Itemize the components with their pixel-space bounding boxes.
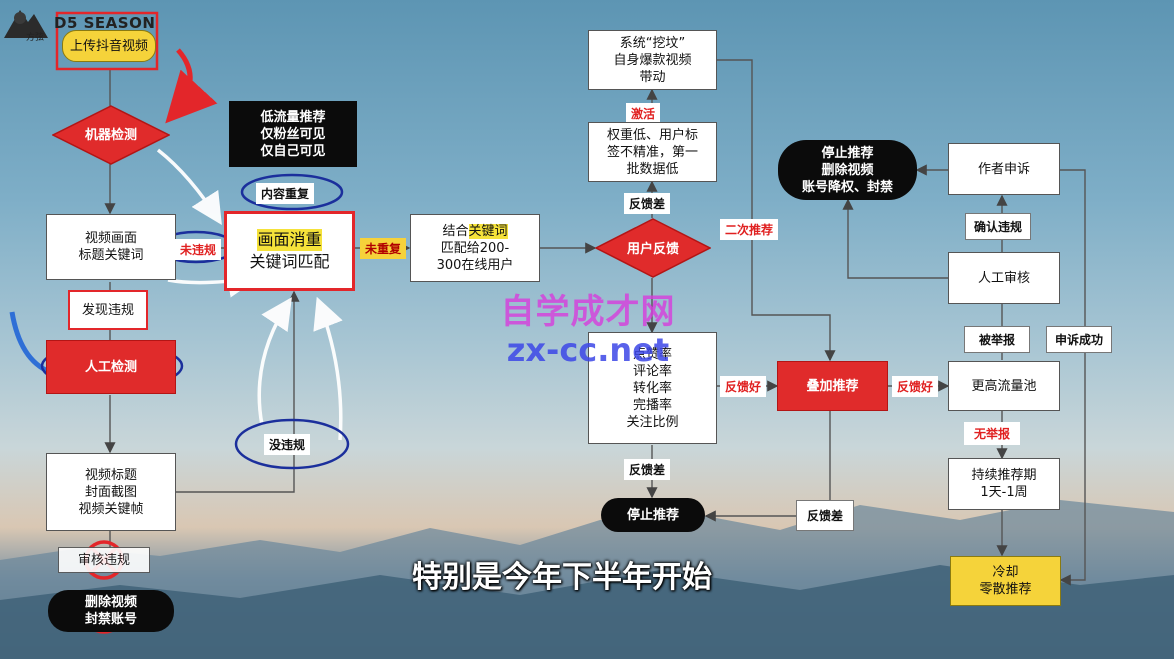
no-report-label: 无举报 [964,422,1021,445]
feedback-bad-label-1: 反馈差 [624,193,671,214]
logo-small: 方弦 [26,33,45,43]
confirm-violation-label: 确认违规 [965,213,1032,240]
logo: D5 SEASON 方弦 [2,4,162,43]
no-violation-label: 没违规 [264,434,311,455]
stop-delete-node: 停止推荐 删除视频 账号降权、封禁 [778,140,917,200]
dig-grave-node: 系统“挖坟” 自身爆款视频 带动 [588,30,717,90]
user-feedback-label: 用户反馈 [626,242,679,257]
video-check-node: 视频画面 标题关键词 [46,214,176,280]
logo-brand: D5 SEASON [54,14,156,32]
stop-recommend-node: 停止推荐 [601,498,705,532]
not-duplicate-label: 未重复 [360,238,407,259]
manual-review-node: 人工审核 [948,252,1060,304]
activate-label: 激活 [626,103,661,124]
upload-video-node: 上传抖音视频 [62,30,156,62]
low-weight-node: 权重低、用户标 签不精准，第一 批数据低 [588,122,717,182]
feedback-good-label-2: 反馈好 [892,376,939,397]
feedback-good-label-1: 反馈好 [720,376,767,397]
metrics-node: 点赞率 评论率 转化率 完播率 关注比例 [588,332,717,444]
continued-node: 持续推荐期 1天-1周 [948,458,1060,510]
second-recommend-label: 二次推荐 [720,219,779,240]
author-appeal-node: 作者申诉 [948,143,1060,195]
feedback-bad-label-3: 反馈差 [796,500,855,531]
content-duplicate-label: 内容重复 [256,183,315,204]
feedback-bad-label-2: 反馈差 [624,459,671,480]
not-violated-label: 未违规 [175,239,222,260]
manual-check-node: 人工检测 [46,340,176,394]
reported-label: 被举报 [964,326,1031,353]
machine-check-diamond [52,105,170,165]
keyword-match-node: 结合关键词 匹配给200- 300在线用户 [410,214,540,282]
appeal-success-label: 申诉成功 [1046,326,1113,353]
logo-mountain-icon [4,10,48,38]
dedupe-node: 画面消重 关键词匹配 [224,211,355,291]
violation-found-node: 发现违规 [68,290,148,330]
higher-pool-node: 更高流量池 [948,361,1060,411]
cooldown-node: 冷却 零散推荐 [950,556,1061,606]
title-check-node: 视频标题 封面截图 视频关键帧 [46,453,176,531]
video-subtitle: 特别是今年下半年开始 [412,560,712,595]
low-traffic-node: 低流量推荐 仅粉丝可见 仅自己可见 [229,101,357,167]
deleted-node: 删除视频 封禁账号 [48,590,174,632]
machine-check-label: 机器检测 [84,128,137,143]
boost-node: 叠加推荐 [777,361,888,411]
review-violation-node: 审核违规 [58,547,150,573]
user-feedback-diamond [595,218,711,278]
